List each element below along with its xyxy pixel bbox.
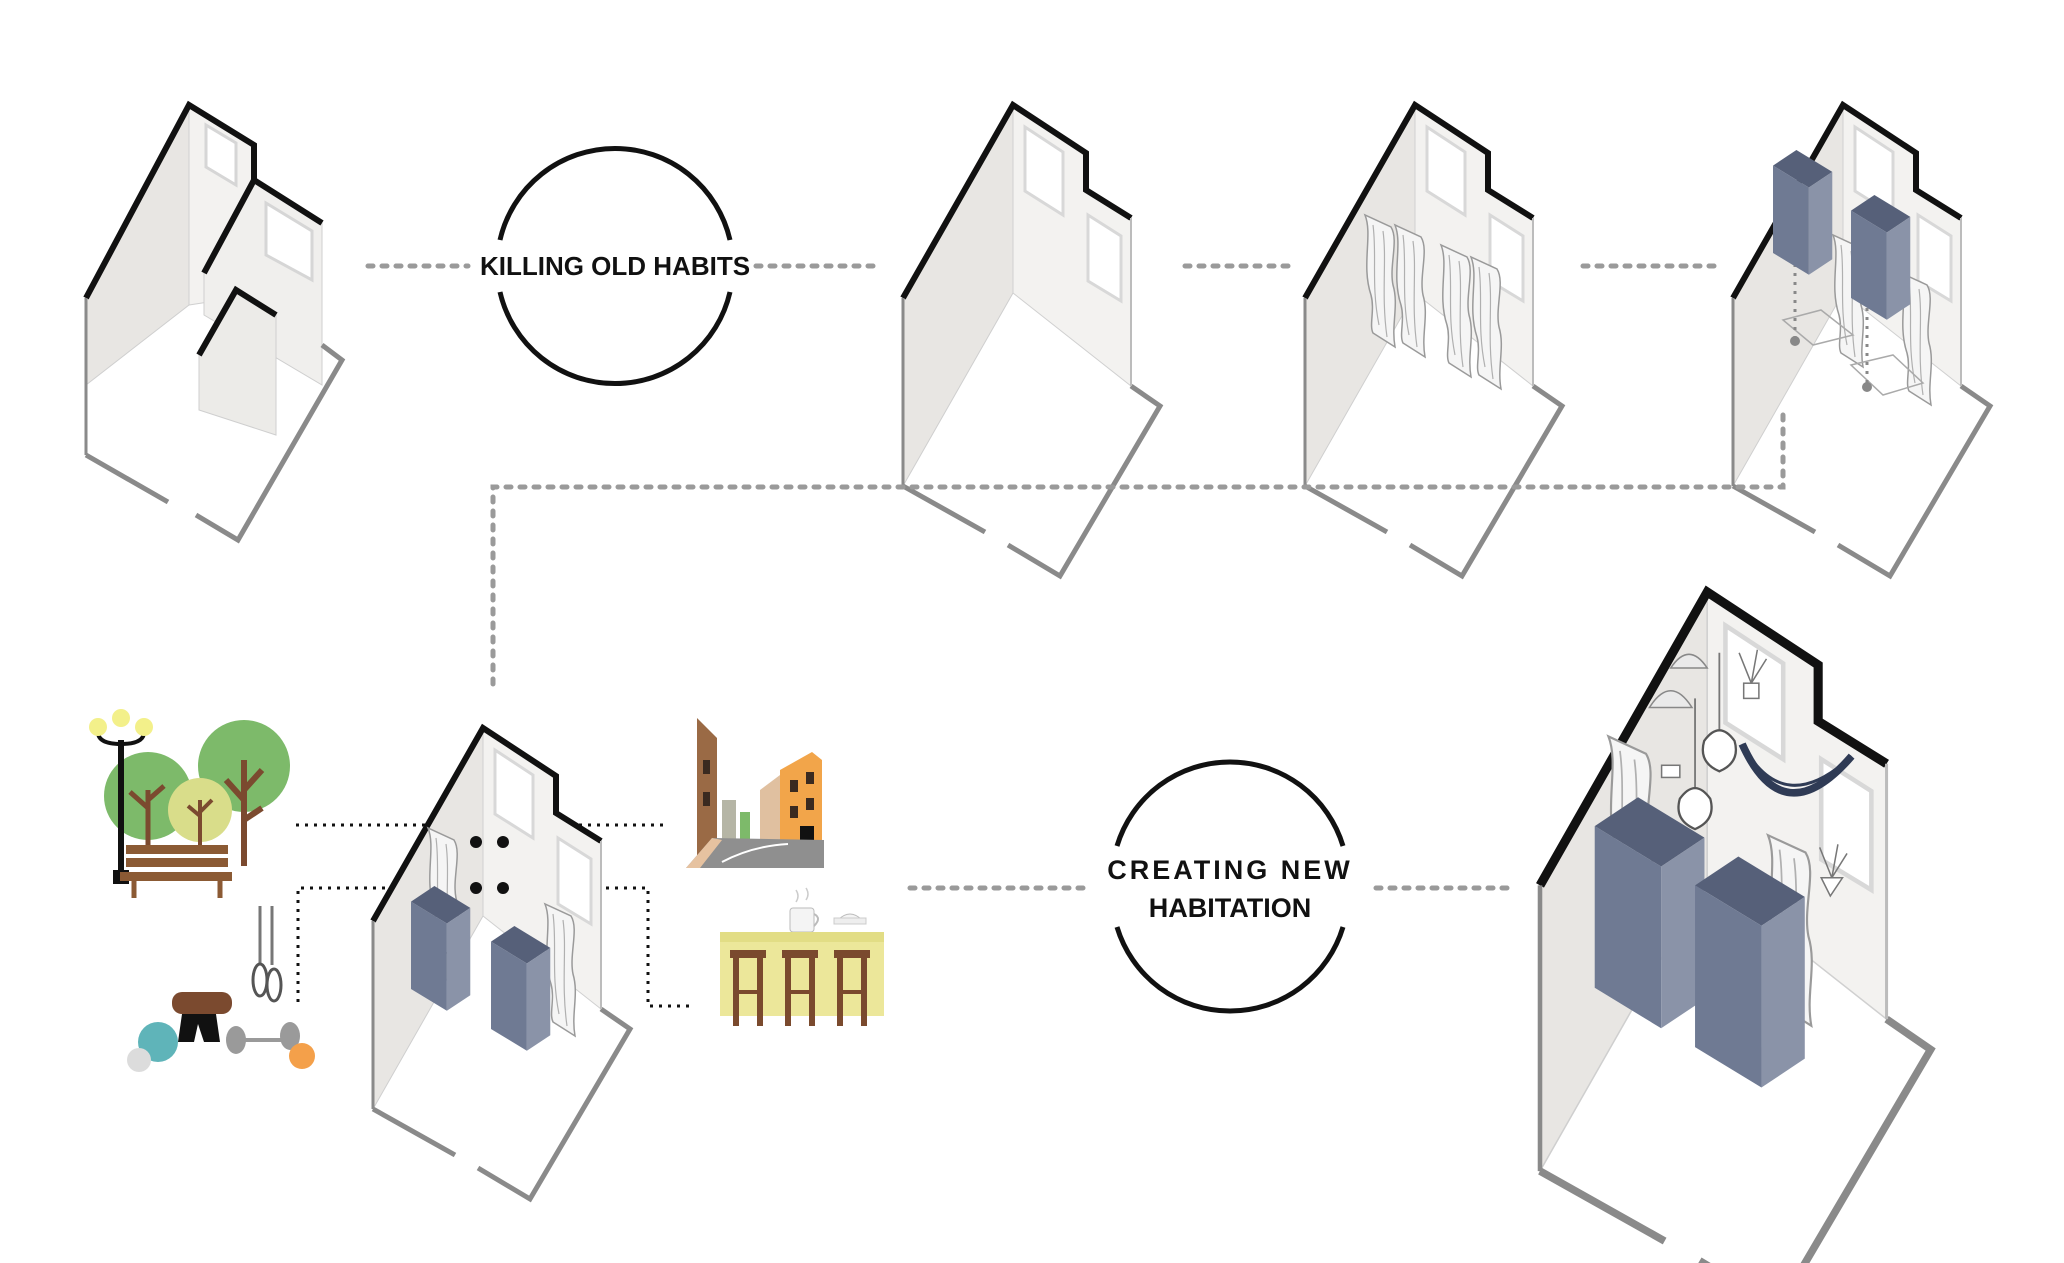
room-empty-shell xyxy=(903,105,1160,576)
room-with-modules xyxy=(1733,105,1990,576)
street-buildings-icon xyxy=(686,718,824,868)
killing-old-habits-label: KILLING OLD HABITS xyxy=(480,251,750,281)
park-trees-bench-lamp-icon xyxy=(89,709,290,898)
room-with-curtains xyxy=(1305,105,1562,576)
gym-rings-weights-icon xyxy=(127,906,315,1072)
creating-new-label: CREATING NEW xyxy=(1107,855,1353,885)
cafe-counter-stools-icon xyxy=(720,887,884,1026)
room-original-partitioned xyxy=(83,100,346,544)
killing-old-habits-circle: KILLING OLD HABITS xyxy=(480,145,750,387)
creating-new-habitation-circle: CREATING NEW HABITATION xyxy=(1107,759,1353,1014)
room-new-habitation xyxy=(1540,592,1931,1263)
room-with-modules-and-city-links xyxy=(373,728,630,1199)
connector-dotted-return xyxy=(490,412,1786,693)
habitation-label: HABITATION xyxy=(1149,893,1311,923)
